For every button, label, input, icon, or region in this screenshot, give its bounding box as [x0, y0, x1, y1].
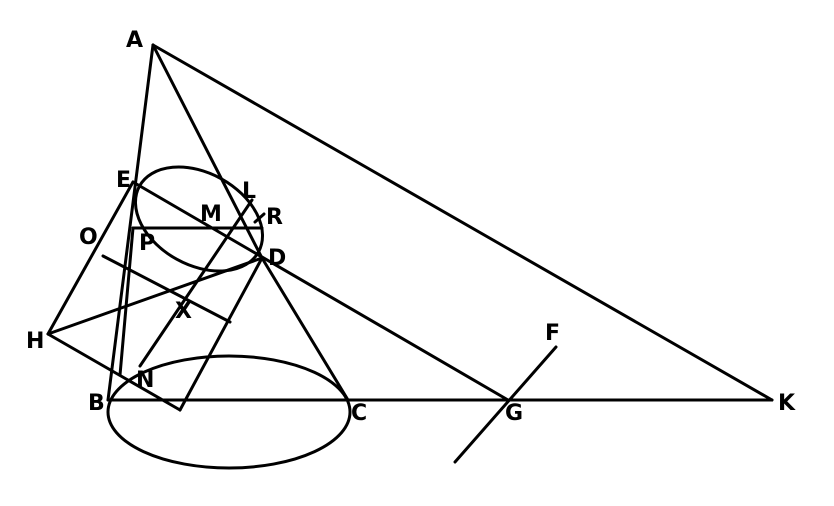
label-N: N [136, 368, 154, 393]
label-X: X [175, 299, 192, 324]
label-P: P [139, 231, 155, 256]
label-D: D [268, 246, 286, 271]
label-O: O [79, 225, 98, 250]
line-AB [106, 43, 155, 402]
line-FG [453, 345, 558, 464]
label-K: K [778, 391, 796, 416]
line-AD [151, 43, 264, 260]
line-EH [46, 180, 135, 336]
line-OX [101, 254, 232, 324]
tick-R [253, 212, 266, 224]
label-R: R [266, 205, 283, 230]
base-ellipse [106, 354, 352, 470]
line-AK [151, 43, 774, 402]
label-F: F [545, 321, 560, 346]
label-M: M [200, 202, 222, 227]
label-E: E [116, 168, 131, 193]
line-NL [138, 198, 254, 368]
line-HD [46, 256, 264, 336]
line-bottom-D [178, 256, 264, 412]
line-DC [260, 256, 350, 402]
line-PN [118, 226, 135, 377]
line-EG [131, 180, 510, 402]
label-B: B [88, 391, 105, 416]
line-HB-bottom [46, 332, 182, 412]
label-H: H [26, 329, 44, 354]
label-L: L [242, 179, 256, 204]
label-C: C [351, 401, 367, 426]
label-A: A [126, 28, 143, 53]
label-G: G [505, 401, 523, 426]
